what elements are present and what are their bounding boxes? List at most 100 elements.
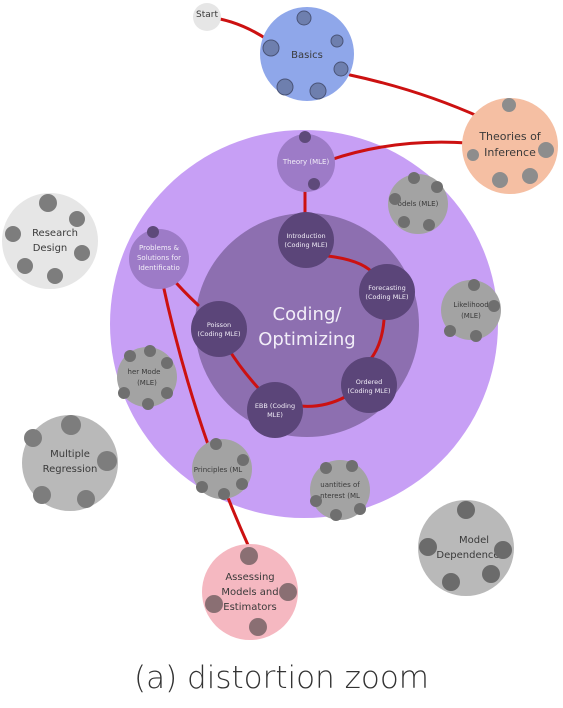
theory-mle-label: Theory (MLE) bbox=[282, 158, 330, 166]
child-dot bbox=[333, 61, 349, 77]
child-dot bbox=[77, 490, 95, 508]
ebb-label-line-2: MLE) bbox=[267, 411, 283, 419]
path-theories-theorymle bbox=[328, 140, 470, 162]
child-dot bbox=[97, 451, 117, 471]
other-models-label-line-2: (MLE) bbox=[137, 379, 157, 387]
child-dot bbox=[320, 462, 332, 474]
likelihood-label-line-1: Likelihood bbox=[453, 301, 488, 309]
child-dot bbox=[488, 300, 500, 312]
child-dot bbox=[218, 488, 230, 500]
quantities-label-line-2: nterest (ML bbox=[320, 492, 360, 500]
problems-solutions-node[interactable] bbox=[129, 229, 189, 289]
child-dot bbox=[69, 211, 85, 227]
problems-label-line-2: Solutions for bbox=[137, 254, 181, 262]
child-dot bbox=[262, 39, 280, 57]
theory-mle-node[interactable] bbox=[277, 134, 335, 192]
assessing-label-line-2: Models and bbox=[221, 587, 278, 598]
child-dot bbox=[296, 10, 312, 26]
intro-label-line-2: (Coding MLE) bbox=[284, 241, 327, 249]
child-dot bbox=[147, 226, 159, 238]
models-mle-label: odels (MLE) bbox=[398, 200, 439, 208]
child-dot bbox=[237, 454, 249, 466]
child-dot bbox=[161, 387, 173, 399]
child-dot bbox=[205, 595, 223, 613]
child-dot bbox=[408, 172, 420, 184]
start-node[interactable] bbox=[193, 3, 221, 31]
theories-label-line-2: Inference bbox=[484, 146, 536, 159]
path-basics-theories bbox=[348, 73, 484, 120]
figure-caption: (a) distortion zoom bbox=[134, 660, 429, 696]
center-label-line-1: Coding/ bbox=[273, 304, 343, 325]
child-dot bbox=[330, 34, 344, 48]
child-dot bbox=[502, 98, 516, 112]
child-dot bbox=[276, 78, 294, 96]
multiple-regression-label-line-1: Multiple bbox=[50, 449, 90, 460]
start-label: Start bbox=[196, 10, 218, 20]
quantities-label-line-1: uantities of bbox=[320, 481, 360, 489]
theories-label-line-1: Theories of bbox=[478, 130, 541, 143]
assessing-label-line-3: Estimators bbox=[223, 602, 276, 613]
child-dot bbox=[299, 131, 311, 143]
intro-label-line-1: Introduction bbox=[286, 232, 325, 240]
child-dot bbox=[354, 503, 366, 515]
child-dot bbox=[522, 168, 538, 184]
research-design-label-line-2: Design bbox=[33, 243, 68, 254]
problems-label-line-3: Identificatio bbox=[138, 264, 179, 272]
likelihood-mle-node[interactable] bbox=[441, 280, 501, 340]
child-dot bbox=[17, 258, 33, 274]
poisson-coding-node[interactable] bbox=[191, 301, 247, 357]
quantities-of-interest-node[interactable] bbox=[310, 460, 370, 520]
child-dot bbox=[210, 438, 222, 450]
likelihood-label-line-2: (MLE) bbox=[461, 312, 481, 320]
child-dot bbox=[442, 573, 460, 591]
child-dot bbox=[118, 387, 130, 399]
child-dot bbox=[310, 495, 322, 507]
child-dot bbox=[249, 618, 267, 636]
poisson-label-line-1: Poisson bbox=[207, 321, 231, 329]
child-dot bbox=[47, 268, 63, 284]
ordered-coding-node[interactable] bbox=[341, 357, 397, 413]
child-dot bbox=[346, 460, 358, 472]
other-models-label-line-1: her Mode bbox=[128, 368, 161, 376]
forecasting-coding-node[interactable] bbox=[359, 264, 415, 320]
child-dot bbox=[538, 142, 554, 158]
assessing-models-node[interactable] bbox=[202, 544, 298, 640]
child-dot bbox=[457, 501, 475, 519]
child-dot bbox=[308, 178, 320, 190]
child-dot bbox=[142, 398, 154, 410]
child-dot bbox=[161, 357, 173, 369]
child-dot bbox=[467, 149, 479, 161]
assessing-label-line-1: Assessing bbox=[225, 572, 274, 583]
child-dot bbox=[5, 226, 21, 242]
problems-label-line-1: Problems & bbox=[139, 244, 179, 252]
model-dependence-label-line-2: Dependence bbox=[436, 550, 499, 561]
ebb-coding-node[interactable] bbox=[247, 382, 303, 438]
child-dot bbox=[389, 193, 401, 205]
path-problems-assessing bbox=[160, 278, 250, 547]
basics-node[interactable] bbox=[260, 7, 354, 101]
forecasting-label-line-2: (Coding MLE) bbox=[365, 293, 408, 301]
center-label-line-2: Optimizing bbox=[258, 329, 355, 350]
child-dot bbox=[494, 541, 512, 559]
child-dot bbox=[144, 345, 156, 357]
research-design-label-line-1: Research bbox=[32, 228, 78, 239]
ebb-label-line-1: EBB (Coding bbox=[255, 402, 295, 410]
child-dot bbox=[492, 172, 508, 188]
child-dot bbox=[330, 509, 342, 521]
child-dot bbox=[61, 415, 81, 435]
child-dot bbox=[74, 245, 90, 261]
child-dot bbox=[423, 219, 435, 231]
introduction-coding-node[interactable] bbox=[278, 212, 334, 268]
child-dot bbox=[240, 547, 258, 565]
child-dot bbox=[196, 481, 208, 493]
child-dot bbox=[279, 583, 297, 601]
child-dot bbox=[482, 565, 500, 583]
child-dot bbox=[419, 538, 437, 556]
multiple-regression-label-line-2: Regression bbox=[43, 464, 98, 475]
child-dots bbox=[5, 10, 554, 636]
poisson-label-line-2: (Coding MLE) bbox=[197, 330, 240, 338]
child-dot bbox=[124, 350, 136, 362]
child-dot bbox=[39, 194, 57, 212]
model-dependence-label-line-1: Model bbox=[459, 535, 489, 546]
child-dot bbox=[470, 330, 482, 342]
